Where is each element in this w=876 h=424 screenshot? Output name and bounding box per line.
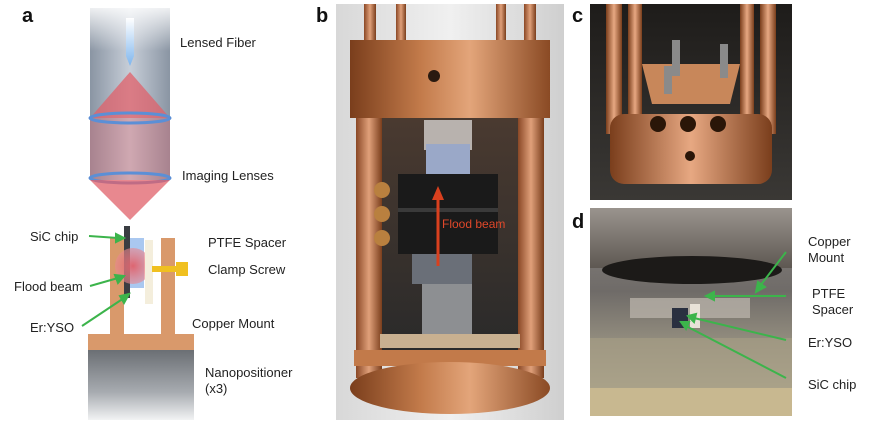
- panel-letter-c: c: [572, 5, 584, 27]
- label-copper-mount: Copper Mount: [192, 316, 275, 331]
- lensed-fiber: [126, 18, 134, 66]
- label-sic-chip: SiC chip: [30, 229, 79, 244]
- label-nanopositioner: Nanopositioner (x3): [205, 365, 292, 398]
- copper-base: [88, 334, 194, 350]
- panel-letter-d: d: [572, 211, 585, 233]
- label-sic-chip-photo: SiC chip: [808, 377, 857, 392]
- ptfe-spacer: [145, 240, 153, 304]
- schematic-drawing: [81, 8, 194, 420]
- label-copper-mount-photo: Copper Mount: [808, 234, 851, 267]
- imaging-lens-top: [88, 111, 172, 125]
- label-flood-beam-photo: Flood beam: [442, 217, 506, 231]
- label-ptfe-spacer-line2: Spacer: [812, 302, 854, 318]
- panel-letter-b: b: [316, 5, 329, 27]
- label-flood-beam: Flood beam: [14, 279, 83, 294]
- photo-c-drawing: [590, 4, 792, 200]
- label-copper-mount-line2: Mount: [808, 250, 845, 266]
- photo-d-drawing: [590, 208, 792, 416]
- photo-d-arrows: [679, 251, 787, 379]
- clamp-screw-head: [176, 262, 188, 276]
- annotation-arrows: [81, 232, 131, 327]
- label-ptfe-spacer-line1: PTFE: [812, 286, 846, 301]
- photo-panel-d: [590, 208, 792, 416]
- nanopositioner: [88, 350, 194, 420]
- label-ptfe-spacer: PTFE Spacer: [208, 235, 287, 250]
- schematic-panel-a: Lensed Fiber Imaging Lenses SiC chip PTF…: [0, 0, 310, 424]
- photo-panel-b: Flood beam: [336, 4, 564, 420]
- photo-b-drawing: [336, 4, 564, 420]
- beam-upper: [90, 72, 170, 118]
- label-er-yso: Er:YSO: [30, 320, 75, 335]
- photo-panel-c: [590, 4, 792, 200]
- clamp-screw-shaft: [152, 266, 176, 272]
- label-nanopositioner-line2: (x3): [205, 381, 228, 397]
- beam-output: [90, 180, 170, 220]
- label-lensed-fiber: Lensed Fiber: [180, 35, 256, 50]
- panel-letter-a: a: [22, 5, 34, 27]
- label-ptfe-spacer-photo: PTFE Spacer: [812, 286, 853, 319]
- label-copper-mount-line1: Copper: [808, 234, 851, 249]
- copper-arm-right: [161, 238, 175, 336]
- label-imaging-lenses: Imaging Lenses: [182, 168, 274, 183]
- label-er-yso-photo: Er:YSO: [808, 335, 853, 350]
- label-nanopositioner-line1: Nanopositioner: [205, 365, 293, 380]
- beam-middle: [90, 118, 170, 180]
- label-clamp-screw: Clamp Screw: [208, 262, 286, 277]
